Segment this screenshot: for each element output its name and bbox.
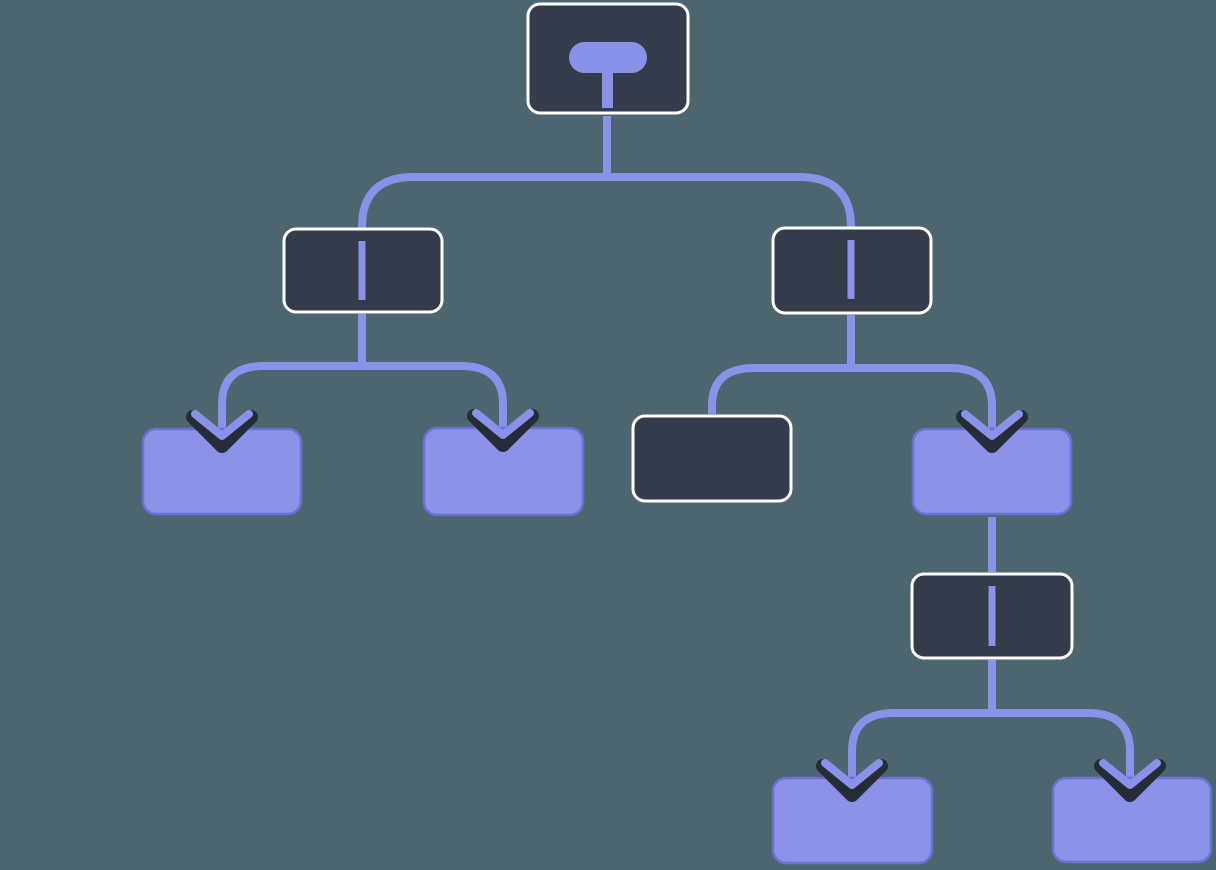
node-leaf-bottom-1[interactable] bbox=[771, 776, 934, 865]
root-pill-stem bbox=[602, 70, 613, 108]
arrow-down-icon bbox=[1094, 759, 1166, 802]
arrow-markers bbox=[186, 409, 1166, 802]
connector-edges bbox=[218, 116, 1134, 781]
node-gateway-left[interactable] bbox=[282, 227, 444, 314]
leaf-bottom-2-box[interactable] bbox=[1051, 776, 1213, 864]
arrow-down-icon bbox=[956, 410, 1028, 453]
edge-gateway-right-to-dark-branch bbox=[708, 364, 851, 414]
node-branch-right-dark[interactable] bbox=[631, 414, 793, 503]
edge-gateway-left-to-leaf-1 bbox=[218, 362, 362, 432]
edge-root-to-gateway-right bbox=[607, 173, 855, 228]
edge-gateway-bottom-to-leaf-2 bbox=[992, 709, 1134, 781]
branch-right-dark-box[interactable] bbox=[631, 414, 793, 503]
edge-gateway-bottom-to-leaf-1 bbox=[848, 709, 992, 781]
leaf-left-1-box[interactable] bbox=[141, 427, 303, 516]
node-root[interactable] bbox=[526, 2, 690, 115]
node-gateway-bottom[interactable] bbox=[910, 572, 1074, 660]
node-gateway-right[interactable] bbox=[771, 226, 933, 315]
node-leaf-left-2[interactable] bbox=[422, 426, 585, 517]
leaf-bottom-1-box[interactable] bbox=[771, 776, 934, 865]
node-leaf-bottom-2[interactable] bbox=[1051, 776, 1213, 864]
branch-right-purple-box[interactable] bbox=[911, 427, 1073, 516]
node-branch-right-purple[interactable] bbox=[911, 427, 1073, 516]
edge-root-to-gateway-left bbox=[358, 173, 607, 228]
node-leaf-left-1[interactable] bbox=[141, 427, 303, 516]
leaf-left-2-box[interactable] bbox=[422, 426, 585, 517]
arrow-down-icon bbox=[467, 409, 539, 452]
root-pill-glyph bbox=[569, 42, 647, 73]
arrow-down-icon bbox=[816, 759, 888, 802]
arrow-down-icon bbox=[186, 410, 258, 453]
edge-gateway-left-to-leaf-2 bbox=[362, 362, 507, 431]
edge-gateway-right-to-purple-branch bbox=[851, 364, 996, 432]
